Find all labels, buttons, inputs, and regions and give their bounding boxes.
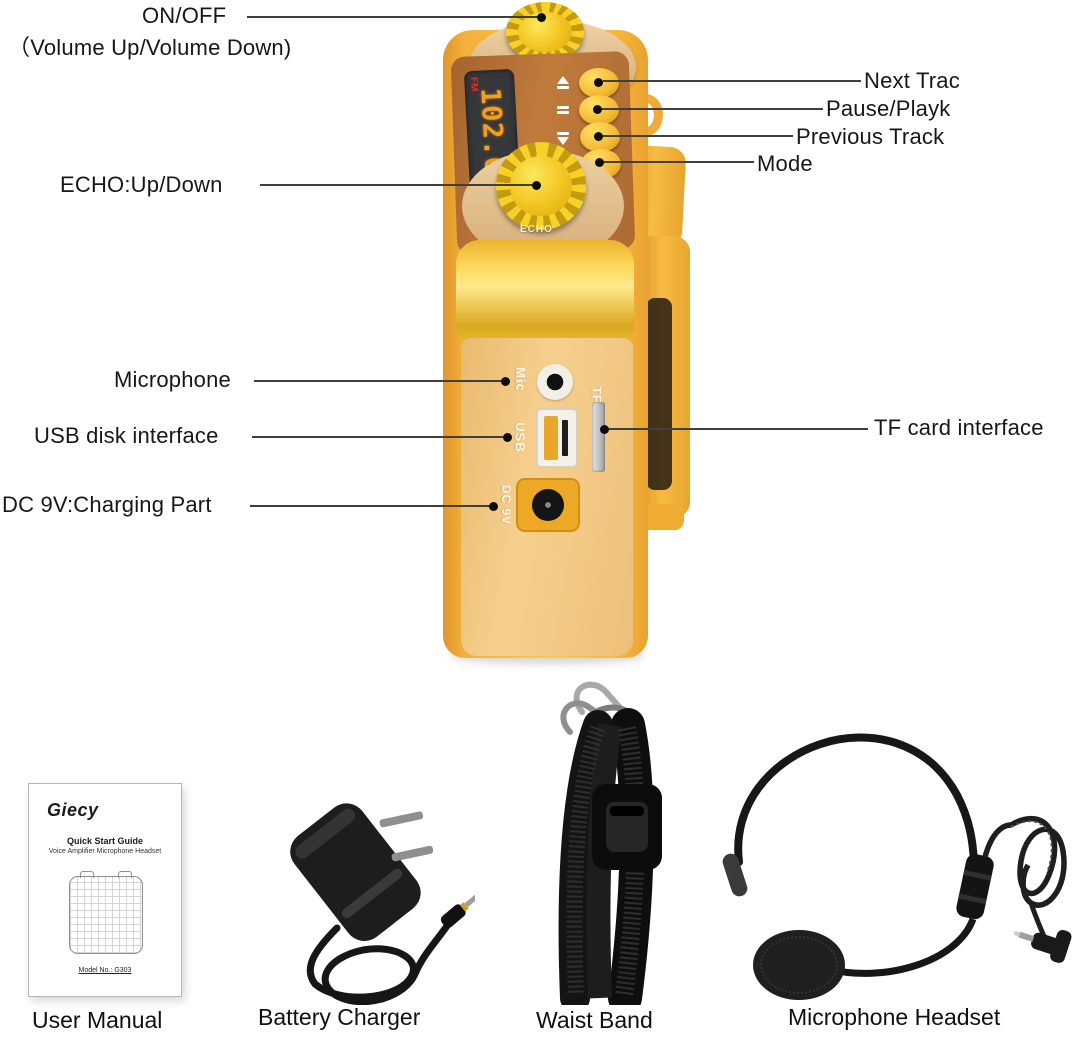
callout-echo: ECHO:Up/Down (60, 172, 223, 197)
dot-mode (595, 158, 604, 167)
callout-usb-disk: USB disk interface (34, 423, 219, 448)
manual-speaker-image (69, 871, 143, 954)
tf-slot-label: TF (589, 386, 604, 404)
callout-dc-charging: DC 9V:Charging Part (2, 492, 212, 517)
echo-knob-label: ECHO (520, 224, 553, 235)
dot-next-track (594, 78, 603, 87)
dot-dc-charging (489, 502, 498, 511)
usb-port (536, 408, 578, 468)
callout-tf-card: TF card interface (874, 415, 1044, 440)
waist-band (558, 681, 662, 1005)
body-gloss-band (456, 240, 634, 350)
dot-pause-play (593, 105, 602, 114)
caption-battery-charger: Battery Charger (258, 1004, 421, 1030)
dc-port-label: DC 9V (499, 484, 514, 526)
callout-mode: Mode (757, 151, 813, 176)
dot-echo (532, 181, 541, 190)
echo-knob (496, 142, 586, 230)
callout-next-track: Next Trac (864, 68, 960, 93)
manual-title: Quick Start Guide (66, 836, 144, 846)
callout-on-off: ON/OFF (142, 3, 227, 28)
callout-pause-play: Pause/Playk (826, 96, 951, 121)
user-manual: Giecy Quick Start Guide Voice Amplifier … (28, 783, 182, 997)
leader-on-off (247, 16, 540, 18)
callout-volume: （Volume Up/Volume Down) (8, 35, 292, 60)
callout-microphone: Microphone (114, 367, 231, 392)
leader-microphone (254, 380, 506, 382)
previous-track-icon (556, 132, 570, 145)
leader-next-track (603, 80, 861, 82)
dot-microphone (501, 377, 510, 386)
mic-port-label: Mic (512, 367, 528, 392)
dot-on-off (537, 13, 546, 22)
battery-charger (290, 803, 475, 1005)
manual-model: Model No.: G303 (78, 967, 132, 974)
leader-dc-charging (250, 505, 494, 507)
leader-tf-card (606, 428, 868, 430)
usb-port-label: USB (512, 422, 528, 453)
caption-user-manual: User Manual (32, 1007, 163, 1033)
belt-clip-slot (646, 298, 672, 490)
microphone-headset (722, 733, 1072, 1000)
manual-brand: Giecy (47, 800, 99, 820)
callout-previous-track: Previous Track (796, 124, 945, 149)
caption-microphone-headset: Microphone Headset (788, 1004, 1001, 1030)
leader-pause-play (602, 108, 823, 110)
manual-subtitle: Voice Amplifier Microphone Headset (48, 848, 162, 855)
leader-mode (604, 161, 754, 163)
caption-waist-band: Waist Band (536, 1007, 653, 1033)
leader-echo (260, 184, 536, 186)
dot-usb-disk (503, 433, 512, 442)
leader-previous-track (603, 135, 793, 137)
mic-jack (537, 364, 573, 400)
dc-jack (516, 478, 580, 532)
leader-usb-disk (252, 436, 508, 438)
tf-card-slot (592, 402, 605, 472)
pause-play-icon (556, 106, 570, 114)
next-track-icon (556, 76, 570, 89)
dot-previous-track (594, 132, 603, 141)
dot-tf-card (600, 425, 609, 434)
